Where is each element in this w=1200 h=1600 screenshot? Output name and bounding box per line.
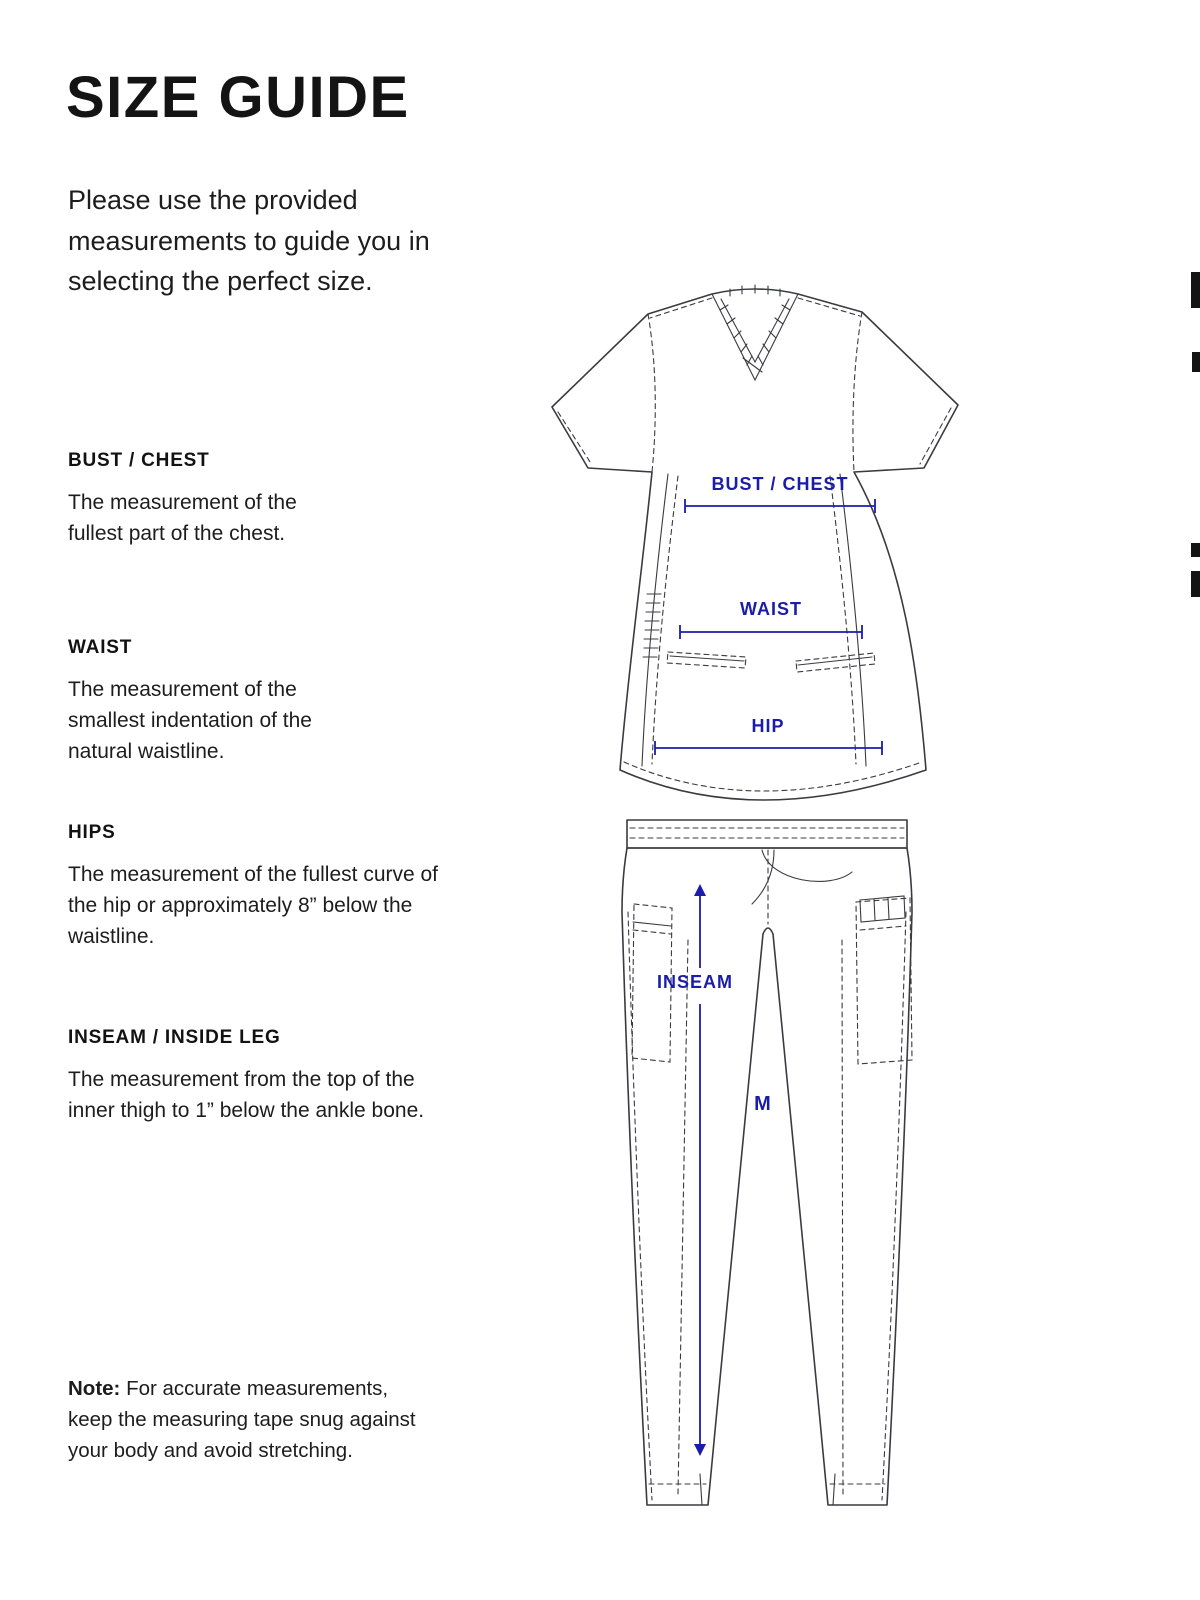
scrub-pants-drawing: [621, 819, 913, 1506]
section-heading-bust: BUST / CHEST: [68, 450, 210, 471]
collar-cross: [742, 357, 763, 373]
collar-outer: [711, 293, 799, 382]
armhole-right: [852, 311, 863, 473]
hip-measure-ticks: [654, 741, 883, 755]
outseam-stitch-left: [627, 911, 653, 1501]
pocket-right-welt: [797, 656, 873, 666]
shoulder-seam-left: [649, 297, 713, 319]
hem-stitch: [623, 761, 923, 792]
pocket-left-welt: [669, 655, 745, 662]
pocket-left: [666, 651, 747, 669]
note-text: Note: For accurate measurements, keep th…: [68, 1374, 416, 1466]
ankle-slit-left: [699, 1473, 703, 1506]
cargo-pocket-left: [631, 903, 673, 1063]
collar-inner: [720, 298, 790, 364]
page-edge-artifact: [1192, 352, 1200, 372]
scrub-top-drawing: [551, 284, 959, 801]
note-body: For accurate measurements, keep the meas…: [68, 1377, 416, 1462]
collar-ribbing: [719, 284, 791, 366]
page-title: SIZE GUIDE: [66, 65, 410, 130]
measurement-annotations: BUST / CHEST WAIST HIP INSEAM M: [654, 474, 883, 1456]
drawstring-right: [761, 849, 853, 882]
drawstring-left: [751, 849, 775, 905]
inseam-label: INSEAM: [657, 972, 733, 992]
cargo-pocket-right: [855, 897, 913, 1065]
princess-seam-left: [641, 473, 669, 767]
crease-left: [677, 939, 689, 1495]
shoulder-seam-right: [797, 297, 861, 317]
section-heading-hips: HIPS: [68, 822, 116, 843]
waistband: [626, 819, 908, 849]
cargo-flap-left: [632, 921, 672, 927]
waist-measure-ticks: [679, 625, 863, 639]
section-body-inseam: The measurement from the top of the inne…: [68, 1068, 425, 1123]
ankle-slit-right: [832, 1473, 836, 1506]
bust-label: BUST / CHEST: [711, 474, 848, 494]
pants-outline: [621, 847, 913, 1506]
cuff-stitch-left: [557, 411, 593, 466]
section-heading-waist: WAIST: [68, 637, 133, 658]
section-body-hips: The measurement of the fullest curve of …: [68, 863, 439, 949]
size-diagram: BUST / CHEST WAIST HIP INSEAM M: [530, 272, 1180, 1600]
inseam-arrow-bottom: [694, 1444, 706, 1456]
pen-slot-line-1: [873, 898, 876, 921]
section-body-bust: The measurement of the fullest part of t…: [68, 491, 297, 546]
cuff-stitch-right: [919, 407, 952, 465]
waist-label: WAIST: [740, 599, 802, 619]
cargo-flap-stitch-left: [632, 929, 672, 935]
pen-slot-line-2: [887, 897, 890, 920]
inseam-arrow-top: [694, 884, 706, 896]
intro-text: Please use the provided measurements to …: [68, 185, 430, 296]
hip-label: HIP: [751, 716, 784, 736]
page-edge-artifact: [1191, 272, 1200, 308]
cargo-flap-stitch-right: [859, 925, 907, 931]
page-edge-artifact: [1191, 571, 1200, 597]
page-edge-artifact: [1191, 543, 1200, 557]
panel-stitch-right: [829, 475, 857, 765]
pen-slot-panel: [859, 895, 906, 923]
pocket-right: [795, 652, 876, 673]
note-label: Note:: [68, 1377, 121, 1400]
size-marker-label: M: [754, 1093, 772, 1115]
panel-stitch-left: [651, 475, 679, 765]
bust-measure-ticks: [684, 499, 876, 513]
armhole-left: [647, 313, 656, 473]
crease-right: [841, 939, 844, 1495]
section-body-waist: The measurement of the smallest indentat…: [68, 678, 312, 764]
outseam-stitch-right: [881, 911, 907, 1501]
top-outline: [551, 288, 959, 801]
princess-seam-right: [839, 473, 867, 767]
section-heading-inseam: INSEAM / INSIDE LEG: [68, 1027, 281, 1048]
scrubs-technical-drawing: BUST / CHEST WAIST HIP INSEAM M: [551, 284, 959, 1506]
side-rib-texture: [642, 593, 662, 658]
